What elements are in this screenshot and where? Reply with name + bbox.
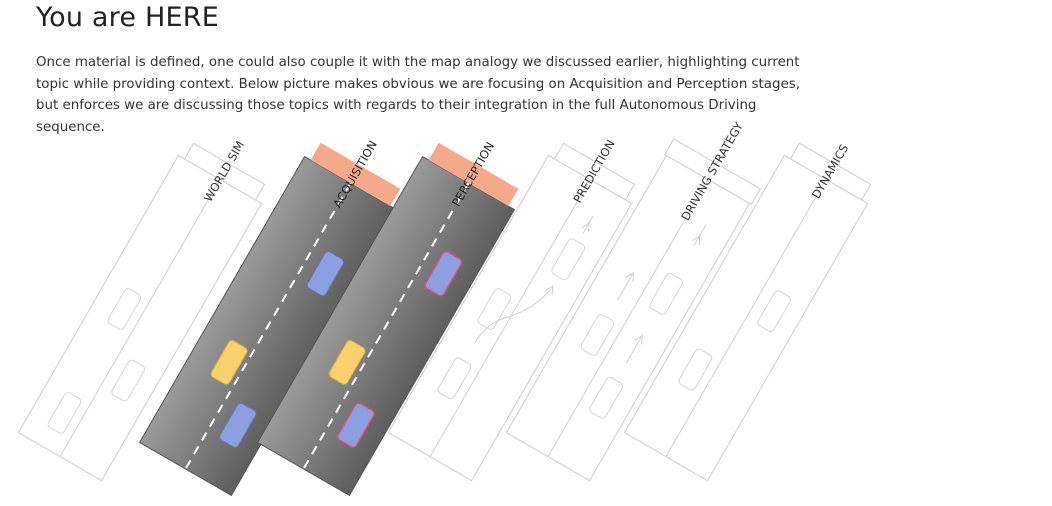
yellow-car xyxy=(210,339,248,385)
stage-prediction: PREDICTION xyxy=(387,137,636,482)
stage-label-driving-strategy: DRIVING STRATEGY xyxy=(678,119,746,223)
blue-car xyxy=(219,402,257,448)
detected-blue-car xyxy=(424,250,463,297)
stage-dynamics: DYNAMICS xyxy=(623,142,872,482)
yellow-car xyxy=(328,339,366,385)
blue-car xyxy=(306,251,344,297)
highlight-label-perception xyxy=(428,142,519,207)
page-title: You are HERE xyxy=(36,2,219,33)
highlight-label-acquisition xyxy=(310,142,401,207)
detected-blue-car xyxy=(337,402,375,448)
intro-paragraph: Once material is defined, one could also… xyxy=(36,55,800,135)
